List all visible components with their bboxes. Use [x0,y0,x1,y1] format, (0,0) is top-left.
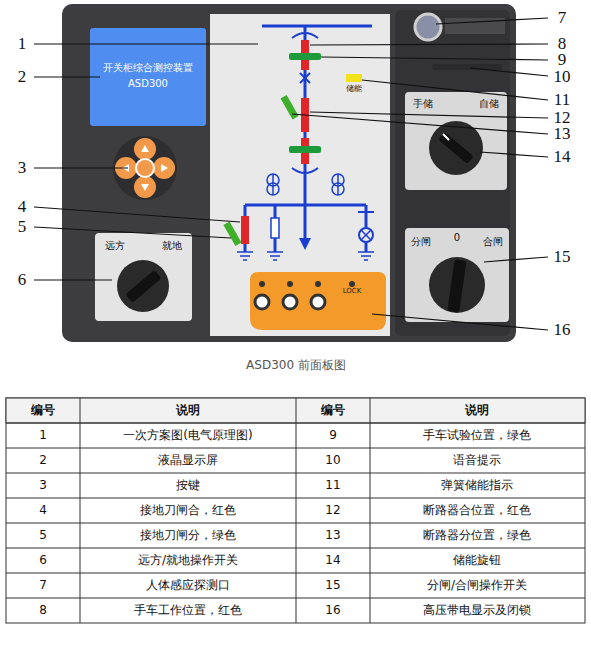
close-open-box [405,228,509,322]
table-cell: 16 [325,604,340,617]
node-text: 分闸 [411,236,431,247]
close-open-switch: 分闸 0 合闸 [405,228,509,322]
storage-knob-box [405,92,507,190]
earth-open-green [223,222,241,246]
table-cell: 14 [325,554,340,567]
table-cell: 接地刀闸合，红色 [140,504,236,517]
callout-number: 7 [557,9,568,28]
callout-number: 13 [553,125,572,144]
node-text: 0 [454,232,460,243]
table-cell: 手车工作位置，红色 [134,604,242,617]
table-cell: 编号 [31,404,55,417]
one-line-diagram [237,26,374,260]
node-text: LOCK [343,288,362,296]
table-cell: 人体感应探测口 [146,579,230,592]
table-grid [6,398,585,623]
node-text: 储能 [346,85,362,94]
callout-number: 9 [557,51,568,70]
node-text: 远方 [105,240,125,251]
table-cell: 5 [39,529,47,542]
table-cell: 语音提示 [453,454,501,467]
callout-number: 14 [553,148,572,167]
node-text: 合闸 [483,236,503,247]
callout-number: 6 [17,271,28,290]
table-cell: 一次方案图(电气原理图) [123,429,252,442]
lcd-screen: 开关柜综合测控装置 ASD300 [90,28,206,126]
table-cell: 15 [325,579,340,592]
table-cell: 说明 [465,404,489,417]
live-display [250,272,386,330]
callout-number: 2 [17,68,28,87]
table-cell: 8 [39,604,47,617]
speaker-grille [432,64,502,70]
table-cell: 1 [39,429,47,442]
lcd-screen [90,28,206,126]
caption: ASD300 前面板图 [246,359,346,372]
table-cell: 远方/就地操作开关 [138,554,238,567]
close-open-knob [429,257,485,313]
table-cell: 高压带电显示及闭锁 [423,604,531,617]
panel-housing [62,4,516,342]
leader-lines [34,18,548,330]
table-cell: 说明 [176,404,200,417]
callout-number: 15 [553,248,572,267]
table-cell: 3 [39,479,47,492]
earth-closed-red [241,216,249,244]
table-cell: 断路器分位置，绿色 [423,529,531,542]
node-text: 自储 [479,98,499,109]
callout-number: 10 [553,68,572,87]
cart-test-green [289,53,321,60]
mimic-panel [210,14,390,336]
table-cell: 编号 [321,404,345,417]
table-cell: 按键 [176,479,200,492]
table-cell: 4 [39,504,47,517]
live-lamps [255,281,355,309]
callout-number: 4 [17,198,28,217]
table-cell: 接地刀闸分，绿色 [140,529,236,542]
table-cell: 液晶显示屏 [158,454,218,467]
node-text: 就地 [162,240,182,251]
table-cell: 12 [325,504,340,517]
breaker-open-green [281,95,299,119]
sensor-probe [415,14,441,40]
table-cell: 分闸/合闸操作开关 [427,579,527,592]
callout-number: 16 [553,321,572,340]
table-cell: 手车试验位置，绿色 [423,429,531,442]
table-cell: 13 [325,529,340,542]
table-cell: 7 [39,579,47,592]
table-cell: 弹簧储能指示 [441,479,513,492]
storage-indicator: 储能 [338,72,370,98]
table-cell: 2 [39,454,47,467]
callout-number: 5 [17,218,28,237]
knob [117,260,169,312]
table-cell: 9 [329,429,337,442]
callout-number: 11 [553,91,571,110]
storage-knob [429,121,483,175]
node-text: 开关柜综合测控装置 [103,62,193,73]
storage-knob-panel: 手储 自储 [405,92,507,190]
callout-number: 1 [17,35,28,54]
table-cell: 储能旋钮 [453,554,501,567]
remote-local-switch: 远方 就地 [95,233,192,321]
live-display: LOCK [250,272,386,330]
switch-box [95,233,192,321]
table-cell: 11 [325,479,340,492]
storage-lamp [346,74,362,82]
node-text: ASD300 [128,78,168,89]
cart-green [289,146,321,153]
table-cell: 10 [325,454,340,467]
table-cell: 6 [39,554,47,567]
table-cell: 断路器合位置，红色 [423,504,531,517]
callout-number: 3 [17,159,28,178]
node-text: 手储 [413,98,433,109]
